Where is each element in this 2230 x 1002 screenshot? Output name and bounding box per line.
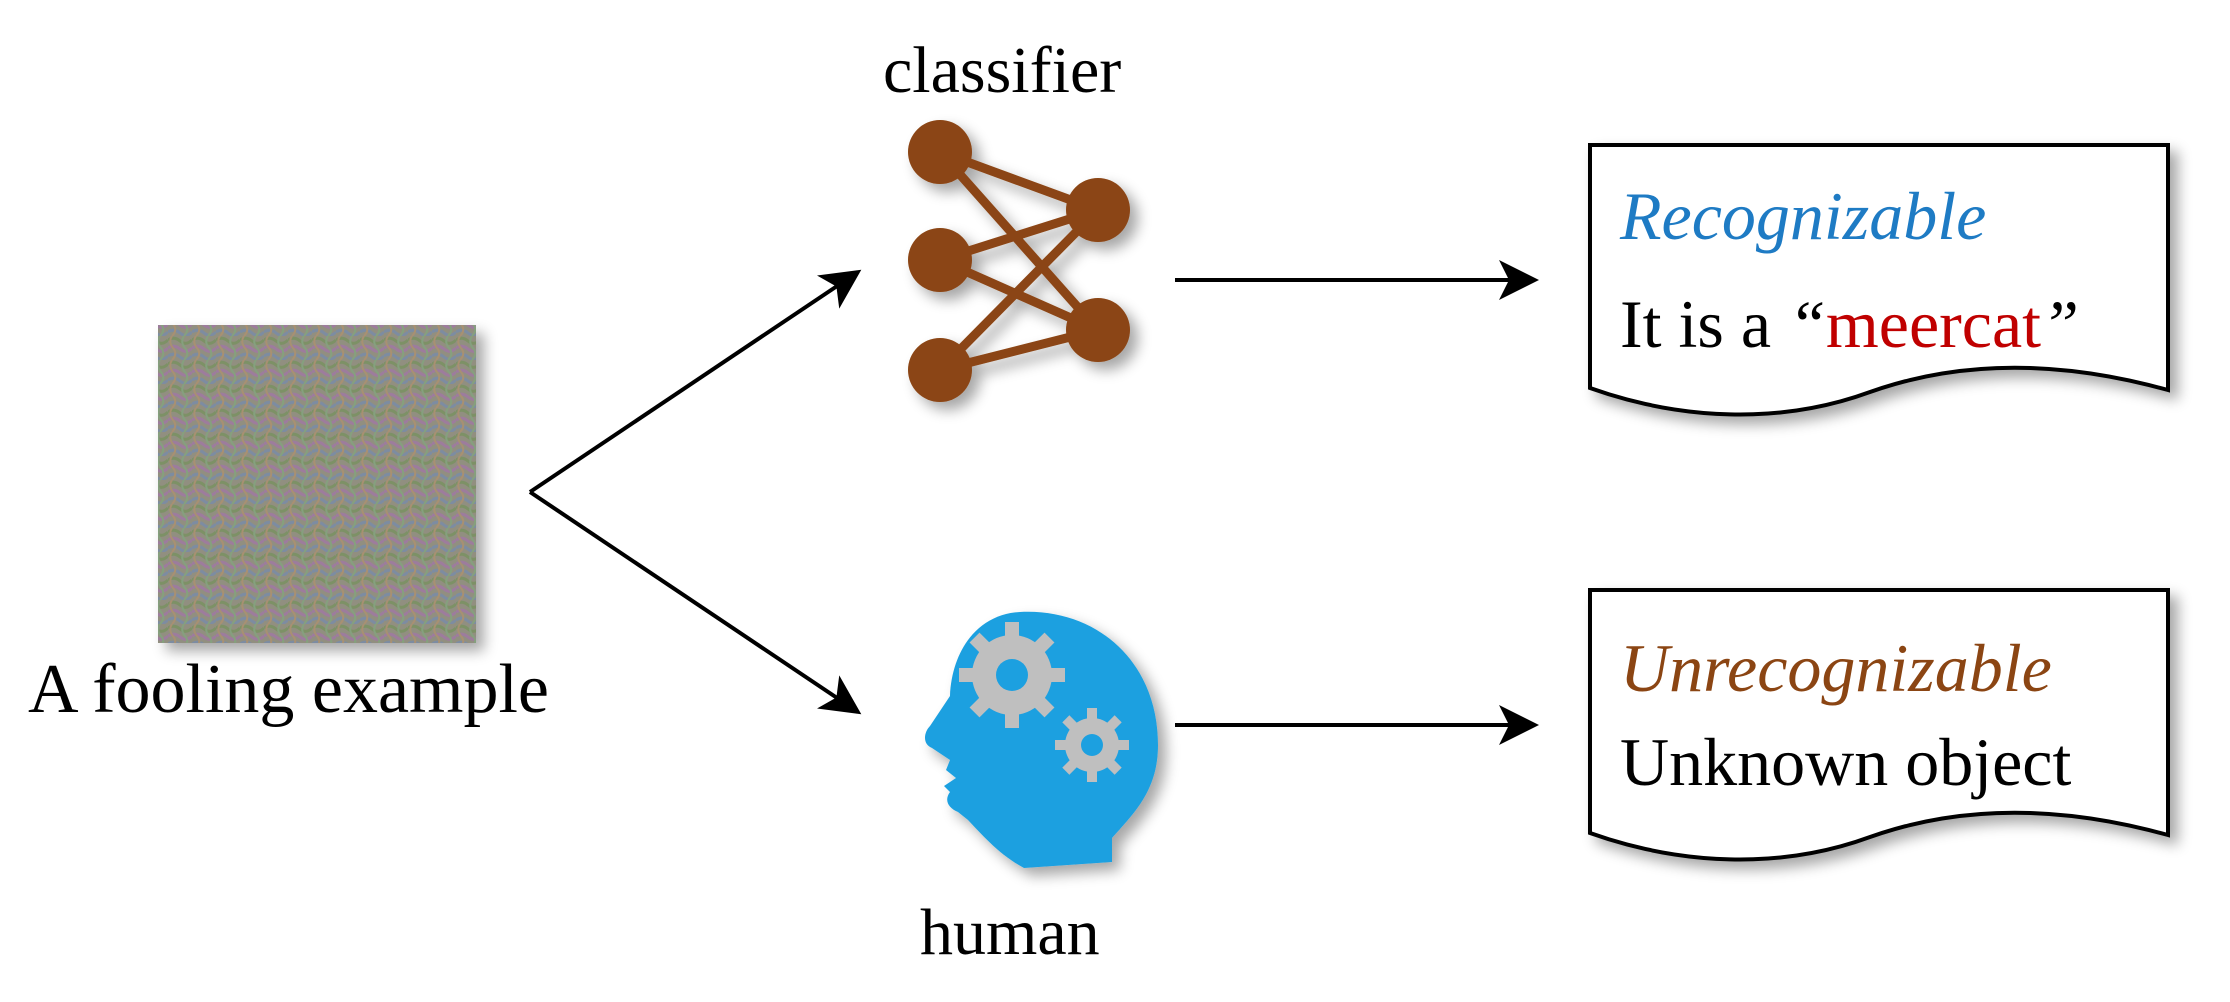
output-prefix: It is a: [1620, 286, 1789, 362]
branch-arrows: [528, 269, 862, 715]
open-quote: “: [1788, 286, 1826, 362]
human-output-card: [1588, 588, 2170, 862]
arrow-to-classifier: [528, 269, 862, 494]
human-head-gears-icon: [925, 611, 1158, 868]
unrecognizable-title: Unrecognizable: [1620, 630, 2052, 706]
output-arrows: [1175, 260, 1539, 745]
human-label: human: [920, 896, 1100, 969]
fooling-example-image: [158, 325, 476, 643]
classifier-label: classifier: [883, 34, 1122, 107]
fooling-example-caption: A fooling example: [28, 651, 550, 728]
human-output-text: Unknown object: [1620, 724, 2072, 800]
classifier-output-text: It is a “meercat”: [1620, 290, 2079, 358]
large-gear: [959, 622, 1065, 728]
predicted-label: meercat: [1825, 286, 2042, 362]
classifier-output-card: [1588, 143, 2170, 417]
recognizable-title: Recognizable: [1620, 178, 1987, 254]
small-gear: [1055, 708, 1129, 782]
arrow-to-human: [528, 490, 862, 715]
close-quote: ”: [2041, 286, 2079, 362]
neural-network-icon: [908, 120, 1130, 402]
